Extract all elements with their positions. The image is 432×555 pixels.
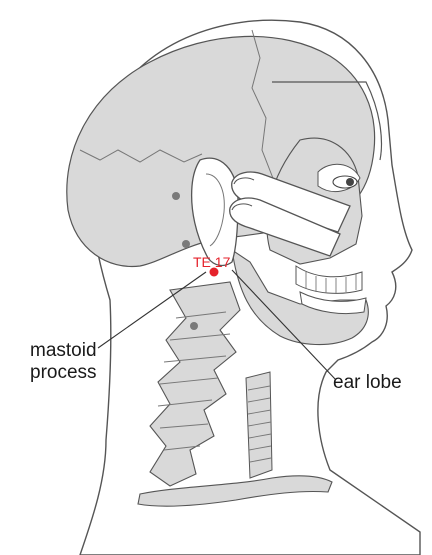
mastoid-process-label: mastoid process: [30, 340, 97, 384]
trachea-rings: [247, 385, 272, 463]
eye-iris: [346, 178, 354, 186]
mastoid-label-line2: process: [30, 362, 97, 383]
upper-teeth: [295, 265, 363, 294]
teeth-dividers: [305, 272, 357, 293]
grey-point-marker: [172, 192, 180, 200]
te17-point: [209, 267, 219, 277]
mastoid-label-line1: mastoid: [30, 340, 97, 361]
point-label: TE 17: [193, 254, 231, 270]
spine-segments: [157, 311, 231, 451]
mandible: [231, 248, 369, 346]
hairline: [272, 81, 383, 161]
ear-lobe-leader-line: [231, 269, 337, 381]
ear-inner: [205, 173, 225, 247]
grey-point-marker: [190, 322, 198, 330]
grey-point-marker: [182, 240, 190, 248]
skull-suture-lambdoid: [79, 149, 203, 163]
lower-teeth: [299, 291, 367, 315]
mastoid-leader-line: [97, 271, 207, 349]
clavicle: [137, 475, 333, 507]
fingernails: [231, 177, 255, 211]
cervical-spine: [149, 281, 241, 487]
pressing-finger-upper: [231, 171, 351, 233]
pressing-finger-lower: [229, 197, 341, 257]
ear-lobe-label: ear lobe: [333, 372, 402, 393]
